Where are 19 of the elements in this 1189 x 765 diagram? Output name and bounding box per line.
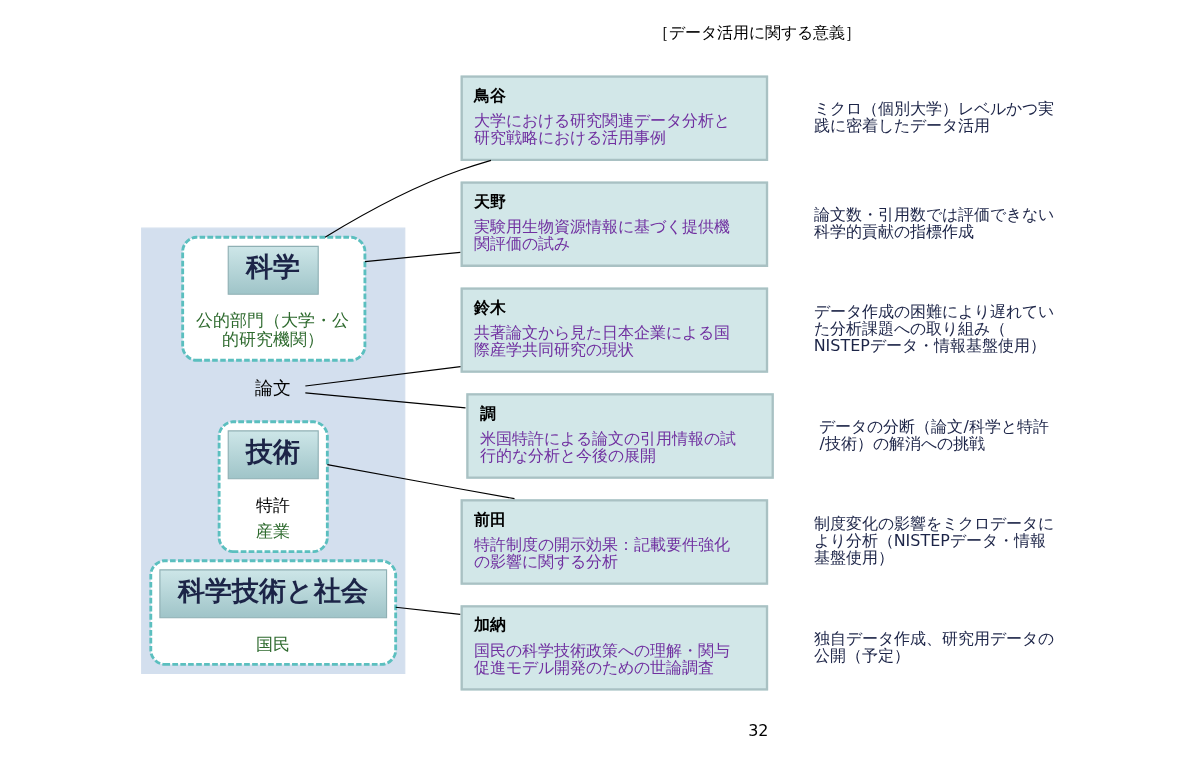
node-box: 科学技術と社会	[158, 569, 387, 619]
node-label: 独自データ作成、研究用データの公開（予定）	[813, 628, 1054, 665]
label: ［データ活用に関する意義］	[652, 22, 861, 42]
cluster	[140, 227, 405, 675]
connector	[304, 392, 466, 409]
node-box: 科学	[227, 245, 319, 295]
connector	[394, 606, 461, 615]
connector	[363, 251, 461, 263]
connector	[323, 159, 492, 238]
node-label: データの分断（論文/科学と特許/技術）の解消への挑戦	[818, 416, 1049, 453]
connector	[326, 464, 515, 500]
node-label: 論文数・引用数では評価できない科学的貢献の指標作成	[813, 204, 1054, 241]
connector	[304, 366, 461, 387]
node-label: 制度変化の影響をミクロデータにより分析（NISTEPデータ・情報基盤使用）	[813, 514, 1054, 568]
label: 32	[747, 720, 768, 740]
node-text: 論文	[254, 377, 291, 399]
node-label: データ作成の困難により遅れていた分析課題への取り組み（NISTEPデータ・情報基盤使用）	[813, 302, 1054, 356]
node-label: ミクロ（個別大学）レベルかつ実践に密着したデータ活用	[813, 98, 1054, 135]
node-box: 技術	[227, 430, 319, 480]
